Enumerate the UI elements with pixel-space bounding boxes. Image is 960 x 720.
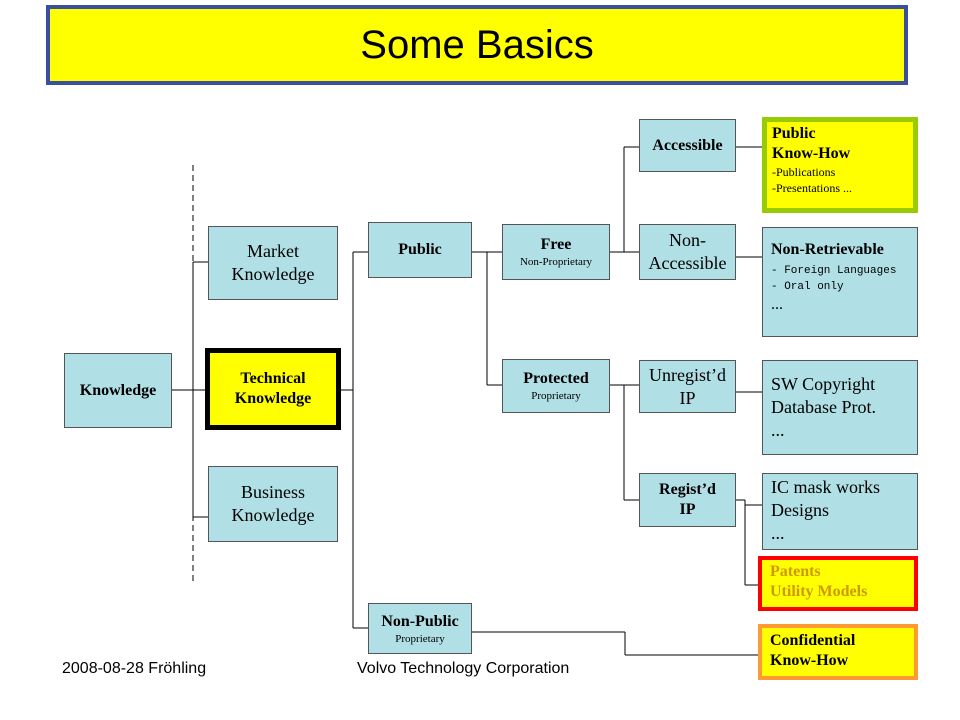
leaf-patents: Patents Utility Models	[758, 556, 918, 611]
node-market-knowledge: Market Knowledge	[208, 226, 338, 300]
leaf-confidential-line1: Confidential	[770, 632, 856, 649]
node-public: Public	[368, 222, 472, 278]
node-market-line2: Knowledge	[231, 264, 315, 284]
node-protected-title: Protected	[523, 370, 589, 387]
leaf-confidential-know-how: Confidential Know-How	[758, 624, 918, 680]
node-registered-line1: Regist’d	[659, 481, 716, 498]
node-protected-sub: Proprietary	[531, 390, 581, 402]
node-market-line1: Market	[247, 241, 299, 261]
node-non-public-sub: Proprietary	[395, 632, 445, 645]
node-non-public-title: Non-Public	[381, 612, 459, 630]
leaf-patents-line2: Utility Models	[770, 583, 868, 600]
node-unregistered-ip: Unregist’d IP	[639, 360, 736, 413]
leaf-public-know-how-item2: -Presentations ...	[772, 181, 852, 195]
leaf-non-retrievable-title: Non-Retrievable	[771, 241, 884, 258]
node-free-title: Free	[540, 236, 572, 253]
node-accessible-label: Accessible	[652, 136, 723, 154]
leaf-non-retrievable: Non-Retrievable - Foreign Languages - Or…	[762, 227, 918, 337]
node-free-sub: Non-Proprietary	[519, 256, 593, 268]
leaf-sw-copyright-line3: ...	[771, 420, 785, 440]
node-unregistered-line1: Unregist’d	[649, 364, 726, 385]
leaf-ic-mask-line3: ...	[771, 523, 785, 543]
leaf-ic-mask-line1: IC mask works	[771, 477, 880, 497]
footer-date-author: 2008-08-28 Fröhling	[62, 660, 207, 677]
leaf-sw-copyright-line1: SW Copyright	[771, 374, 876, 394]
node-non-accessible: Non- Accessible	[639, 224, 736, 280]
node-technical-line1: Technical	[240, 370, 306, 387]
leaf-confidential-line2: Know-How	[770, 652, 849, 669]
leaf-patents-line1: Patents	[770, 563, 821, 580]
node-non-public: Non-Public Proprietary	[368, 603, 472, 654]
node-business-knowledge: Business Knowledge	[208, 466, 338, 542]
page-title: Some Basics	[360, 22, 594, 67]
node-protected: Protected Proprietary	[502, 359, 610, 413]
leaf-non-retrievable-item2: - Oral only	[771, 281, 844, 293]
node-business-line1: Business	[240, 482, 305, 502]
node-technical-line2: Knowledge	[234, 390, 312, 407]
leaf-sw-copyright: SW Copyright Database Prot. ...	[762, 360, 918, 455]
node-non-accessible-line1: Non-	[669, 230, 706, 250]
leaf-ic-mask-works: IC mask works Designs ...	[762, 473, 918, 550]
node-unregistered-line2: IP	[679, 387, 696, 408]
node-registered-line2: IP	[679, 501, 696, 518]
node-free: Free Non-Proprietary	[502, 224, 610, 280]
leaf-ic-mask-line2: Designs	[771, 500, 829, 520]
node-knowledge-label: Knowledge	[79, 381, 157, 399]
node-business-line2: Knowledge	[231, 505, 315, 525]
node-non-accessible-line2: Accessible	[648, 253, 727, 273]
node-public-label: Public	[398, 241, 442, 258]
leaf-public-know-how-item1: -Publications	[772, 165, 836, 179]
node-registered-ip: Regist’d IP	[639, 473, 736, 527]
leaf-public-know-how-line2: Know-How	[772, 145, 851, 162]
node-accessible: Accessible	[639, 119, 736, 172]
footer-company: Volvo Technology Corporation	[357, 660, 570, 677]
leaf-public-know-how-line1: Public	[772, 125, 816, 142]
leaf-public-know-how: Public Know-How -Publications -Presentat…	[762, 117, 918, 213]
title-banner: Some Basics	[46, 5, 908, 85]
leaf-sw-copyright-line2: Database Prot.	[771, 397, 876, 417]
leaf-non-retrievable-item1: - Foreign Languages	[771, 265, 897, 277]
leaf-non-retrievable-more: ...	[771, 296, 783, 313]
node-knowledge: Knowledge	[64, 353, 172, 428]
node-technical-knowledge: Technical Knowledge	[205, 348, 341, 430]
